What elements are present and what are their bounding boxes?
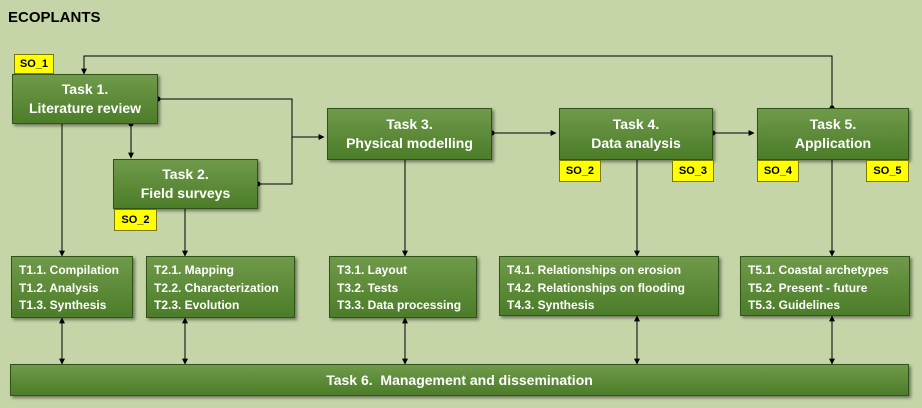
subtask-item: T2.1. Mapping (154, 263, 235, 277)
management-task-bar: Task 6. Management and dissemination (10, 364, 909, 396)
objective-badge-so1: SO_1 (14, 54, 54, 74)
subtask-item: T1.3. Synthesis (19, 298, 107, 312)
subtask-item: T5.2. Present - future (748, 280, 868, 295)
subtask-item: T4.1. Relationships on erosion (507, 263, 682, 277)
connector-t1-t3 (158, 98, 325, 140)
task-4-number: Task 4. (612, 116, 660, 132)
objective-badge-so3: SO_3 (672, 160, 714, 182)
task-2-box: Task 2. Field surveys (113, 159, 258, 209)
subtask-item: T1.1. Compilation (19, 263, 120, 277)
task-5-name: Application (794, 135, 872, 151)
task-3-box: Task 3. Physical modelling (327, 108, 492, 160)
task-2-name: Field surveys (140, 185, 231, 201)
connector-t5-t1 (81, 55, 833, 108)
objective-badge-so4: SO_4 (757, 160, 799, 182)
subtasks-task-2: T2.1. Mapping T2.2. Characterization T2.… (146, 256, 295, 318)
task-1-box: Task 1. Literature review (12, 74, 158, 124)
subtask-item: T4.2. Relationships on flooding (507, 280, 686, 295)
task-3-name: Physical modelling (346, 135, 473, 151)
subtask-item: T2.2. Characterization (154, 280, 279, 295)
subtask-item: T4.3. Synthesis (507, 298, 595, 312)
subtask-item: T1.2. Analysis (19, 280, 99, 295)
management-task-label: Task 6. Management and dissemination (326, 372, 593, 388)
subtask-item: T3.1. Layout (337, 263, 408, 277)
connector-t2-t3 (258, 137, 293, 185)
task-2-number: Task 2. (162, 166, 209, 182)
task-1-number: Task 1. (61, 81, 109, 97)
subtask-item: T3.3. Data processing (337, 298, 462, 312)
subtasks-task-1: T1.1. Compilation T1.2. Analysis T1.3. S… (11, 256, 133, 318)
diagram-title: ECOPLANTS (8, 9, 101, 26)
task-4-name: Data analysis (591, 135, 681, 151)
objective-badge-so2-task4: SO_2 (559, 160, 601, 182)
subtask-item: T2.3. Evolution (154, 298, 240, 312)
objective-badge-so5: SO_5 (866, 160, 909, 182)
subtask-item: T5.1. Coastal archetypes (748, 263, 889, 277)
subtasks-task-3: T3.1. Layout T3.2. Tests T3.3. Data proc… (329, 256, 477, 318)
task-1-name: Literature review (28, 100, 142, 116)
task-5-number: Task 5. (809, 116, 857, 132)
task-4-box: Task 4. Data analysis (559, 108, 713, 160)
subtasks-task-4: T4.1. Relationships on erosion T4.2. Rel… (499, 256, 719, 316)
task-5-box: Task 5. Application (757, 108, 909, 160)
subtask-item: T3.2. Tests (337, 280, 399, 295)
subtask-item: T5.3. Guidelines (748, 298, 841, 312)
task-3-number: Task 3. (386, 116, 433, 132)
objective-badge-so2-task2: SO_2 (114, 209, 157, 231)
subtasks-task-5: T5.1. Coastal archetypes T5.2. Present -… (740, 256, 910, 316)
